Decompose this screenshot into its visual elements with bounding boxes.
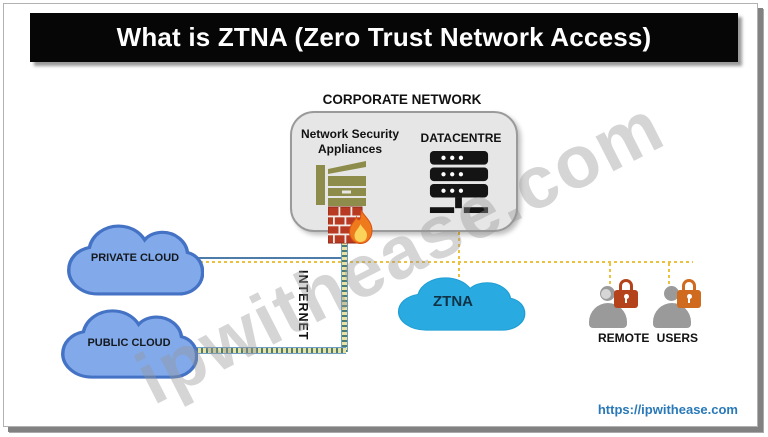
firewall-icon (327, 205, 374, 250)
datacentre-label: DATACENTRE (420, 131, 502, 145)
private-cloud-link-line (197, 257, 347, 259)
internet-label: INTERNET (296, 270, 310, 341)
network-appliance-icon (315, 159, 371, 212)
user-head (600, 286, 615, 301)
corporate-network-label: CORPORATE NETWORK (322, 92, 482, 107)
internet-vertical-line (341, 240, 348, 352)
public-cloud-link-line (196, 347, 346, 354)
ztna-datacentre-line (458, 226, 460, 278)
private-cloud-shape: PRIVATE CLOUD (66, 221, 205, 299)
internet-backbone-line (200, 261, 693, 263)
lock-icon-red (614, 279, 638, 308)
remote-user1-line (609, 263, 611, 286)
ztna-cloud-label: ZTNA (433, 293, 473, 310)
footer-url-link[interactable]: https://ipwithease.com (597, 402, 738, 417)
remote-users-label: REMOTE USERS (597, 331, 698, 345)
remote-user2-icon (653, 286, 691, 328)
private-cloud-label: PRIVATE CLOUD (90, 252, 180, 264)
ztna-cloud-shape: ZTNA (396, 274, 526, 334)
public-cloud-label: PUBLIC CLOUD (87, 337, 171, 349)
public-cloud-shape: PUBLIC CLOUD (60, 306, 199, 382)
lock-icon-orange (677, 279, 701, 308)
appliances-label: Network Security Appliances (300, 127, 400, 156)
remote-user2-line (668, 263, 670, 286)
datacentre-server-icon (428, 150, 490, 221)
title-bar: What is ZTNA (Zero Trust Network Access) (30, 13, 738, 62)
page-title: What is ZTNA (Zero Trust Network Access) (116, 22, 652, 52)
user-head (664, 286, 679, 301)
